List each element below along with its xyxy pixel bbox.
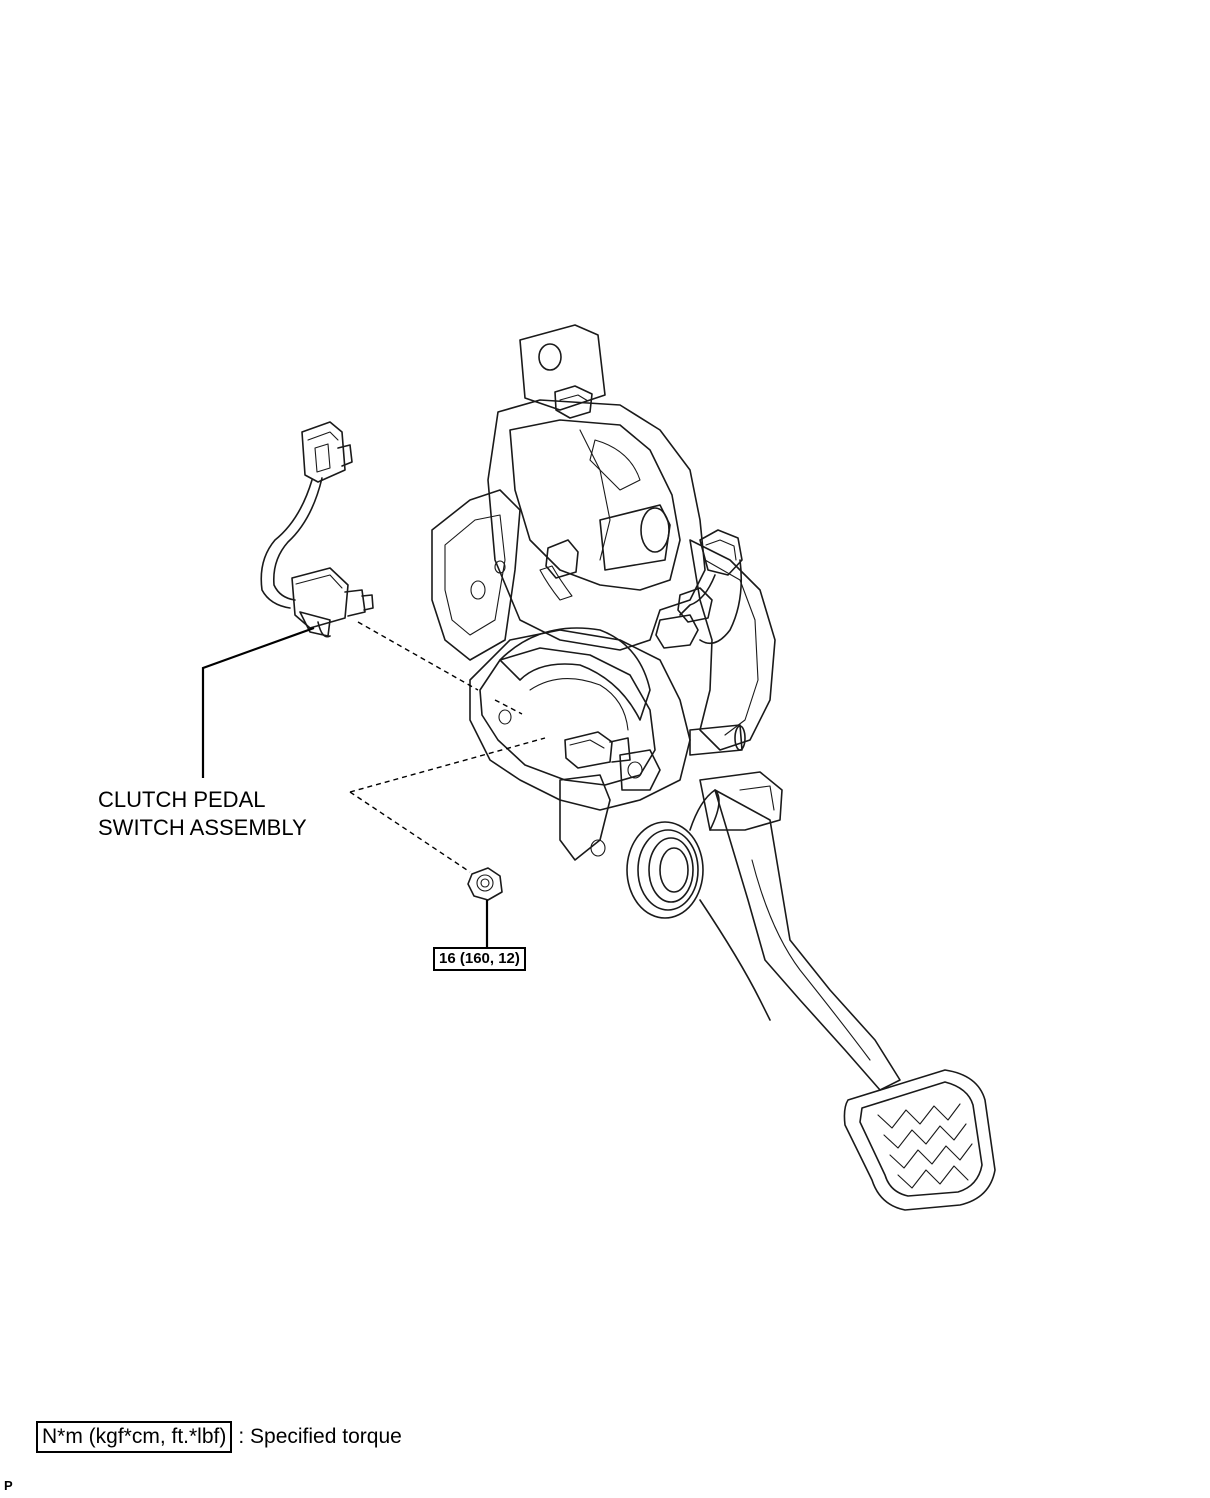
torque-callout: 16 (160, 12) (433, 947, 526, 971)
clutch-pedal-switch-label: CLUTCH PEDAL SWITCH ASSEMBLY (98, 786, 307, 842)
clutch-pedal-icon (626, 771, 996, 1211)
torque-legend: N*m (kgf*cm, ft.*lbf) : Specified torque (36, 1421, 402, 1453)
pedal-bracket-icon (431, 324, 776, 861)
legend-unit-box: N*m (kgf*cm, ft.*lbf) (36, 1421, 233, 1453)
page-mark: P (4, 1478, 13, 1493)
part-label-line2: SWITCH ASSEMBLY (98, 815, 307, 840)
legend-description: : Specified torque (238, 1425, 402, 1448)
leader-lines (201, 626, 489, 948)
clutch-pedal-switch-icon (260, 421, 374, 638)
part-label-line1: CLUTCH PEDAL (98, 787, 266, 812)
assembly-guide-lines (349, 621, 546, 873)
hex-nut-icon (467, 867, 503, 901)
